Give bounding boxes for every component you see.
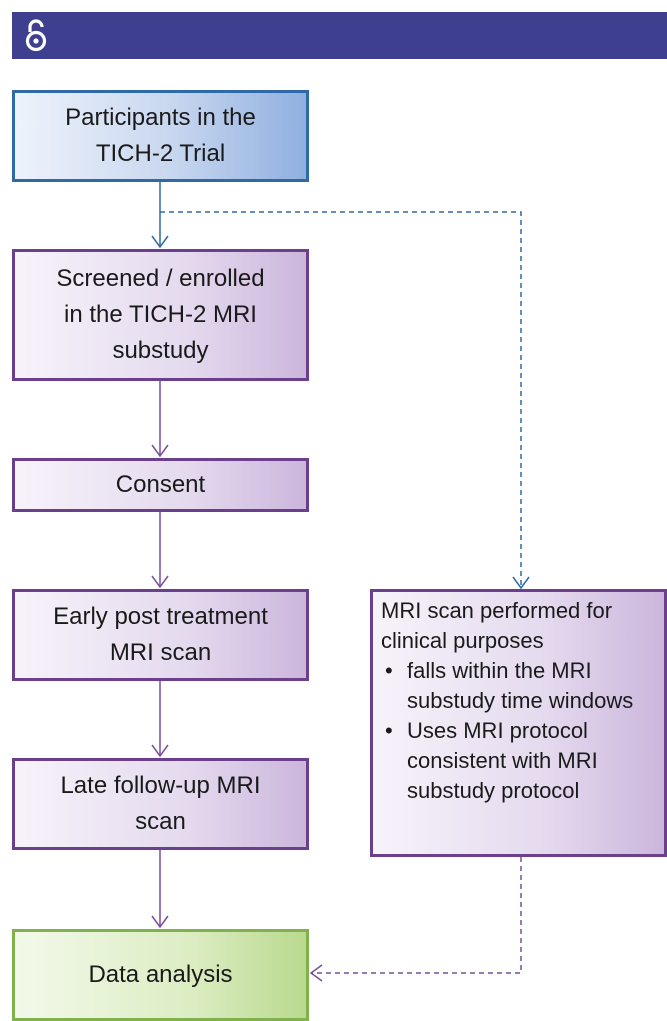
open-access-icon	[25, 19, 47, 52]
arrow-participants-clinical	[160, 211, 522, 587]
arrowhead	[151, 444, 169, 458]
arrowhead	[151, 235, 169, 249]
participants-label: Participants in the TICH-2 Trial	[65, 104, 256, 167]
arrowhead	[151, 575, 169, 589]
clinical-scan-box: MRI scan performed for clinical purposes…	[370, 589, 667, 857]
arrowhead	[151, 744, 169, 758]
participants-box: Participants in the TICH-2 Trial	[12, 90, 309, 182]
clinical-scan-criteria: falls within the MRI substudy time windo…	[381, 656, 658, 806]
consent-label: Consent	[115, 471, 206, 498]
late-scan-box: Late follow-up MRI scan	[12, 758, 309, 850]
screened-label: Screened / enrolled in the TICH-2 MRI su…	[56, 265, 265, 364]
late-scan-label: Late follow-up MRI scan	[60, 772, 261, 835]
data-analysis-label: Data analysis	[88, 961, 233, 988]
criteria-item: falls within the MRI substudy time windo…	[385, 656, 658, 716]
clinical-scan-title: MRI scan performed for clinical purposes	[381, 598, 613, 653]
consent-box: Consent	[12, 458, 309, 512]
early-scan-box: Early post treatment MRI scan	[12, 589, 309, 681]
header-bar	[12, 12, 667, 59]
arrow-clinical-analysis	[311, 857, 522, 974]
early-scan-label: Early post treatment MRI scan	[53, 603, 268, 666]
arrowhead	[151, 915, 169, 929]
arrowhead	[512, 576, 530, 590]
arrowhead	[309, 964, 323, 982]
criteria-item: Uses MRI protocol consistent with MRI su…	[385, 716, 658, 806]
screened-box: Screened / enrolled in the TICH-2 MRI su…	[12, 249, 309, 381]
